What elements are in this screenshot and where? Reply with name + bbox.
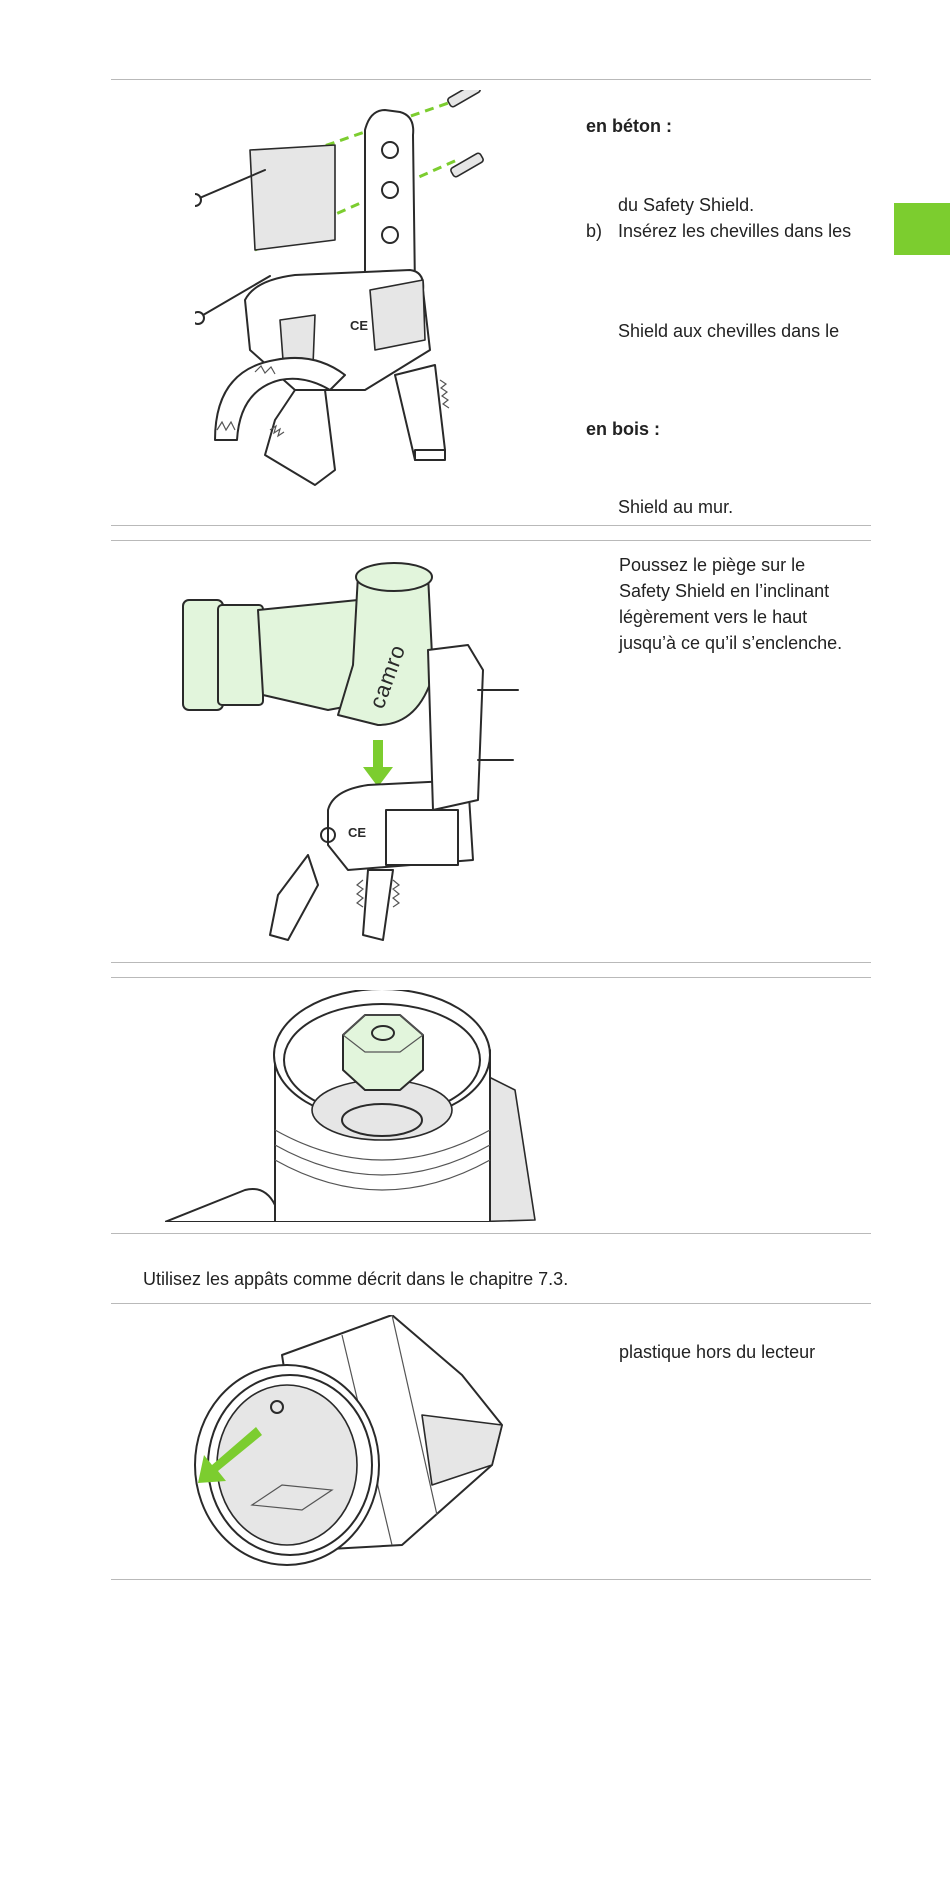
wall-plug-top bbox=[447, 90, 481, 108]
divider bbox=[111, 79, 871, 80]
screw-top bbox=[195, 169, 266, 201]
divider bbox=[111, 525, 871, 526]
heading-wood: en bois : bbox=[586, 419, 661, 439]
divider bbox=[111, 977, 871, 978]
chapter-tab bbox=[894, 203, 950, 255]
instruction-line: jusqu’à ce qu’il s’enclenche. bbox=[619, 633, 843, 653]
instruction-line: légèrement vers le haut bbox=[619, 607, 808, 627]
wall-plate bbox=[427, 644, 484, 811]
trap-onto-shield-illustration: camro CE bbox=[182, 562, 519, 941]
bait-holder-illustration bbox=[165, 990, 536, 1222]
instruction-line: Safety Shield en l’inclinant bbox=[619, 581, 830, 601]
screw-bottom bbox=[197, 275, 271, 319]
push-arrow-icon bbox=[363, 740, 393, 787]
divider bbox=[111, 1303, 871, 1304]
heading-concrete: en béton : bbox=[586, 116, 672, 136]
ce-mark: CE bbox=[350, 318, 368, 333]
safety-shield-wall-mount-illustration: CE bbox=[195, 90, 484, 486]
instruction-line: Shield aux chevilles dans le bbox=[618, 321, 840, 341]
reader-cap-illustration bbox=[194, 1315, 503, 1566]
trap-body bbox=[165, 1188, 278, 1222]
instruction-line: du Safety Shield. bbox=[618, 195, 755, 215]
divider bbox=[111, 1579, 871, 1580]
mounting-plate bbox=[364, 109, 416, 301]
ce-mark: CE bbox=[348, 825, 366, 840]
front-leg bbox=[362, 869, 394, 941]
instruction-line: Shield au mur. bbox=[618, 497, 734, 517]
wall-plug-bottom bbox=[450, 152, 484, 178]
instruction-line: plastique hors du lecteur bbox=[619, 1342, 816, 1362]
divider bbox=[111, 540, 871, 541]
list-marker-b: b) bbox=[586, 221, 603, 241]
serrated-ring bbox=[214, 356, 346, 441]
pull-out-arrow-icon bbox=[198, 1427, 262, 1483]
divider bbox=[111, 962, 871, 963]
instruction-line: Poussez le piège sur le bbox=[619, 555, 806, 575]
divider bbox=[111, 1233, 871, 1234]
front-leg bbox=[394, 364, 446, 461]
bait-note: Utilisez les appâts comme décrit dans le… bbox=[143, 1269, 569, 1289]
instruction-item-b: Insérez les chevilles dans les bbox=[618, 221, 852, 241]
